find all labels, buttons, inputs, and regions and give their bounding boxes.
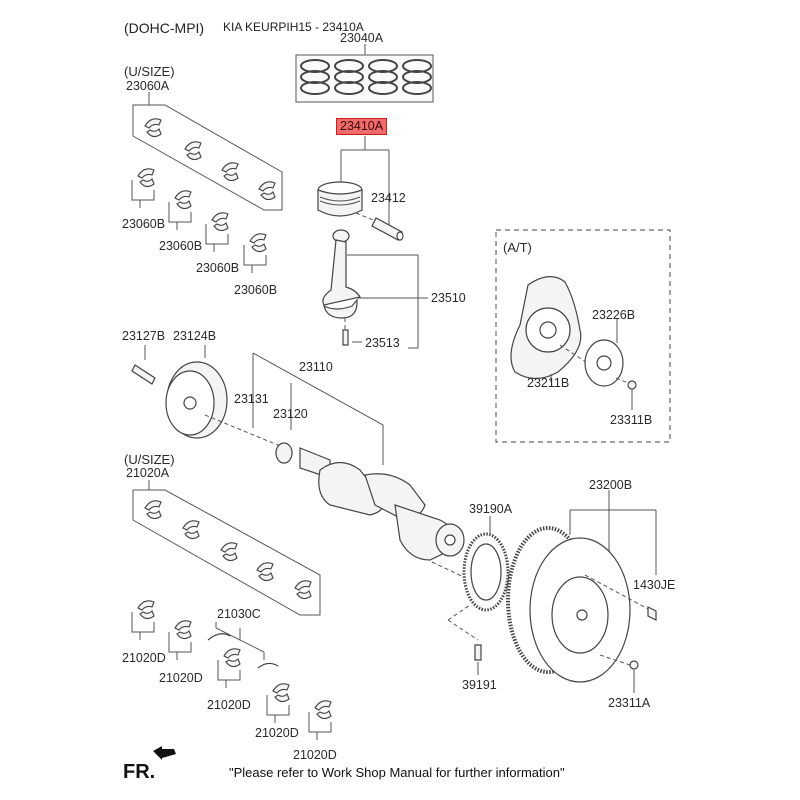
upper-undersize-label: (U/SIZE)	[124, 64, 175, 79]
part-label-23040A[interactable]: 23040A	[340, 31, 384, 45]
bearing-shell-icon	[221, 162, 239, 182]
part-label-23120[interactable]: 23120	[273, 407, 308, 421]
crankshaft-drawing	[252, 352, 471, 581]
bearing-shell-icon	[249, 233, 267, 253]
part-label-23060B-1[interactable]: 23060B	[122, 217, 166, 231]
sensor-wheel-drawing	[447, 516, 510, 675]
part-label-23311A[interactable]: 23311A	[608, 696, 651, 710]
part-label-23510[interactable]: 23510	[431, 291, 466, 305]
footer-note: "Please refer to Work Shop Manual for fu…	[229, 765, 565, 780]
part-label-23127B[interactable]: 23127B	[122, 329, 166, 343]
front-marker: FR.	[123, 761, 156, 783]
part-label-23211B[interactable]: 23211B	[527, 376, 570, 390]
part-label-23060A[interactable]: 23060A	[126, 79, 170, 93]
bearing-shell-icon	[184, 141, 202, 161]
piston-ring-icon	[368, 81, 398, 95]
conrod-drawing	[322, 229, 428, 349]
part-label-21020D-3[interactable]: 21020D	[207, 698, 251, 712]
part-label-23060B-2[interactable]: 23060B	[159, 239, 203, 253]
part-label-23060B-4[interactable]: 23060B	[234, 283, 278, 297]
bearing-shell-icon	[182, 520, 200, 540]
bearing-shell-icon	[258, 181, 276, 201]
bearing-shell-icon	[137, 168, 155, 188]
front-arrow-icon	[153, 746, 176, 760]
part-label-21020D-5[interactable]: 21020D	[293, 748, 337, 762]
flywheel-drawing	[506, 490, 657, 693]
engine-type-label: (DOHC-MPI)	[124, 20, 205, 36]
part-label-23412[interactable]: 23412	[371, 191, 406, 205]
part-label-23124B[interactable]: 23124B	[173, 329, 217, 343]
bearing-shell-icon	[294, 580, 312, 600]
piston-drawing	[317, 136, 404, 241]
auto-transmission-label: (A/T)	[503, 240, 532, 255]
part-label-23110[interactable]: 23110	[299, 360, 333, 374]
bearing-shell-icon	[174, 620, 192, 640]
piston-ring-icon	[334, 81, 364, 95]
conrod-bearing-set-drawing	[131, 92, 283, 273]
bearing-shell-icon	[223, 648, 241, 668]
part-label-23311B[interactable]: 23311B	[610, 413, 653, 427]
bearing-shell-icon	[144, 500, 162, 520]
bearing-shell-icon	[314, 700, 332, 720]
bearing-shell-icon	[272, 683, 290, 703]
part-label-21020D-1[interactable]: 21020D	[122, 651, 166, 665]
bearing-shell-icon	[220, 542, 238, 562]
part-label-1430JE[interactable]: 1430JE	[633, 578, 676, 592]
part-label-23513[interactable]: 23513	[365, 336, 400, 350]
part-label-21030C[interactable]: 21030C	[217, 607, 261, 621]
part-label-39190A[interactable]: 39190A	[469, 502, 513, 516]
bearing-shell-icon	[174, 190, 192, 210]
main-bearing-set-drawing	[131, 480, 332, 740]
part-label-23410A-highlighted[interactable]: 23410A	[336, 118, 388, 135]
bearing-shell-icon	[256, 562, 274, 582]
auto-transmission-box	[495, 229, 671, 443]
part-label-39191[interactable]: 39191	[462, 678, 497, 692]
part-label-23226B[interactable]: 23226B	[592, 308, 636, 322]
bearing-shell-icon	[211, 212, 229, 232]
part-label-23060B-3[interactable]: 23060B	[196, 261, 240, 275]
part-label-21020D-2[interactable]: 21020D	[159, 671, 203, 685]
bearing-shell-icon	[137, 600, 155, 620]
piston-rings-drawing	[295, 44, 434, 103]
diagram-title: KIA KEURPIH15 - 23410A	[223, 20, 364, 34]
bearing-shell-icon	[144, 118, 162, 138]
pulley-drawing	[131, 345, 286, 449]
part-label-23200B[interactable]: 23200B	[589, 478, 633, 492]
part-label-21020A[interactable]: 21020A	[126, 466, 170, 480]
piston-ring-icon	[402, 81, 432, 95]
piston-ring-icon	[300, 81, 330, 95]
lower-undersize-label: (U/SIZE)	[124, 452, 175, 467]
part-label-23131[interactable]: 23131	[234, 392, 269, 406]
part-label-21020D-4[interactable]: 21020D	[255, 726, 299, 740]
